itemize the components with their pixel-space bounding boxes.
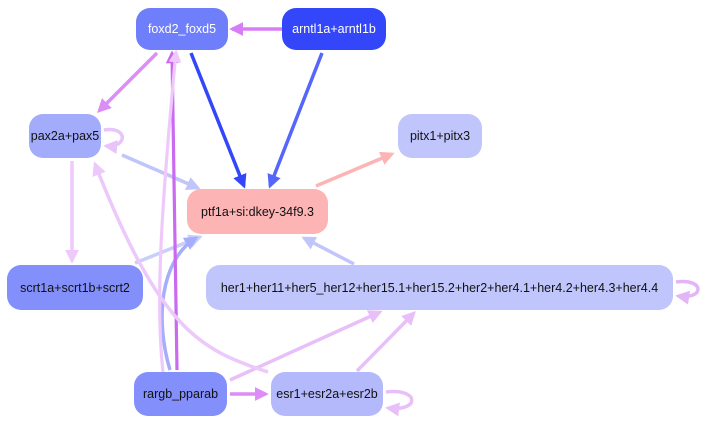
node-rargb-pparab[interactable]: rargb_pparab [134,372,227,416]
node-label: pax2a+pax5 [30,129,100,143]
node-ptf1a[interactable]: ptf1a+si:dkey-34f9.3 [187,189,328,234]
node-her[interactable]: her1+her11+her5_her12+her15.1+her15.2+he… [206,265,673,310]
edge-foxd2-foxd5-to-foxd2-foxd5-incoming-from-bottom [158,49,182,373]
edge-ptf1a-to-pitx1-pitx3 [315,151,395,188]
node-scrt[interactable]: scrt1a+scrt1b+scrt2 [7,265,143,310]
node-label: foxd2_foxd5 [147,22,217,36]
edge-pax2a-pax5-to-pax2a-pax5 [103,127,124,154]
node-label: arntl1a+arntl1b [292,22,376,36]
edge-esr-to-esr [385,389,414,417]
node-foxd2-foxd5[interactable]: foxd2_foxd5 [136,8,228,50]
node-label: her1+her11+her5_her12+her15.1+her15.2+he… [220,280,659,295]
edge-arntl1a-arntl1b-to-ptf1a [267,52,324,189]
edge-foxd2-foxd5-to-pax2a-pax5 [97,51,159,113]
edge-her-to-her [675,279,700,305]
edge-rargb-pparab-to-ptf1a [160,236,199,371]
node-label: pitx1+pitx3 [409,129,471,143]
node-pitx1-pitx3[interactable]: pitx1+pitx3 [398,114,482,158]
edge-her-to-ptf1a [301,236,355,266]
node-label: scrt1a+scrt1b+scrt2 [20,280,130,295]
node-arntl1a-arntl1b[interactable]: arntl1a+arntl1b [282,8,386,50]
node-esr[interactable]: esr1+esr2a+esr2b [271,372,383,416]
edge-esr-to-her [355,311,416,373]
edge-foxd2-foxd5-to-ptf1a [189,52,247,189]
node-label: ptf1a+si:dkey-34f9.3 [201,204,314,219]
edge-esr-to-pax2a-pax5 [92,161,269,374]
edge-pax2a-pax5-to-ptf1a [121,153,201,190]
node-label: esr1+esr2a+esr2b [276,387,378,401]
node-label: rargb_pparab [142,387,219,401]
node-pax2a-pax5[interactable]: pax2a+pax5 [29,114,101,158]
